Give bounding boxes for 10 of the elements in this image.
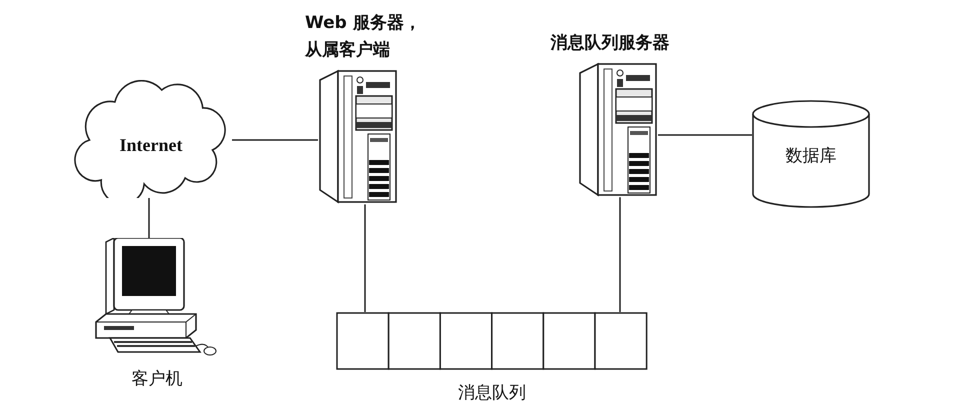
node-label: 消息队列服务器 [550, 32, 670, 55]
node-label: 数据库 [784, 146, 838, 166]
connector-line [658, 134, 752, 136]
connector-line [364, 204, 366, 312]
node-label: Web 服务器，从属客户端 [305, 12, 422, 62]
node-label: 客户机 [130, 368, 184, 391]
node-label: 消息队列 [457, 382, 527, 405]
connector-line [619, 197, 621, 312]
node-label: Internet [118, 134, 184, 156]
connector-line [232, 139, 318, 141]
